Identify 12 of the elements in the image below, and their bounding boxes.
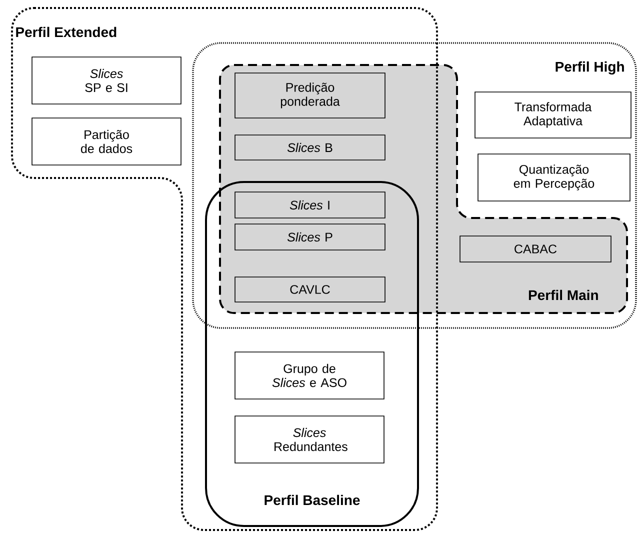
feature-box: Partição de dados bbox=[32, 118, 182, 166]
feature-box: Slices P bbox=[234, 224, 386, 250]
feature-box: Grupo de Slices e ASO bbox=[234, 352, 384, 400]
feature-box: Quantização em Percepção bbox=[478, 154, 630, 202]
feature-box: CAVLC bbox=[234, 276, 386, 302]
feature-box: Slices B bbox=[234, 134, 386, 160]
feature-box: Predição ponderada bbox=[234, 72, 386, 118]
feature-box: CABAC bbox=[460, 236, 612, 262]
feature-box: Slices I bbox=[234, 192, 386, 218]
feature-box: Slices Redundantes bbox=[234, 416, 384, 464]
feature-box: Transformada Adaptativa bbox=[474, 92, 632, 138]
feature-box: Slices SP e SI bbox=[32, 56, 182, 104]
